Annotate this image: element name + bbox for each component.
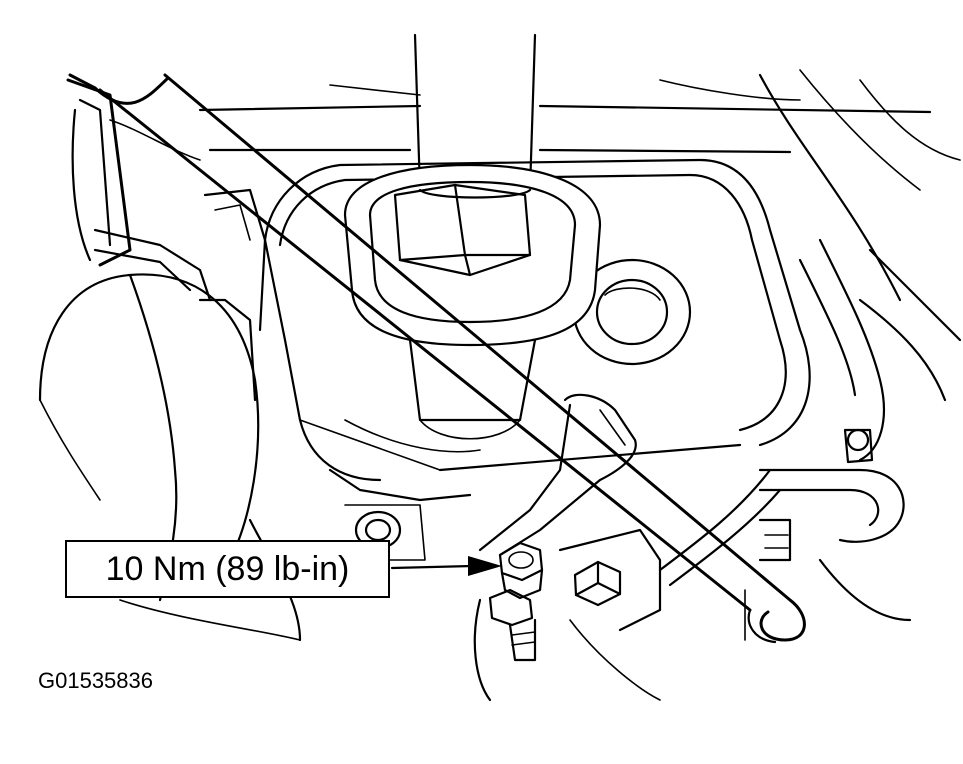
- right-tubes: [658, 238, 962, 641]
- fastener-nut-target: [498, 541, 544, 600]
- left-bracket: [66, 78, 212, 302]
- mount-housing: [263, 158, 811, 502]
- mount-bolt-with-socket: [343, 33, 602, 440]
- figure-id: G01535836: [38, 668, 153, 693]
- callout-leader-arrow: [390, 556, 502, 576]
- strap-bracket: [478, 393, 637, 557]
- lower-stud-assembly: [473, 588, 537, 702]
- upper-frame-lines: [198, 69, 961, 302]
- torque-callout-label: 10 Nm (89 lb-in): [65, 540, 390, 598]
- diagonal-rod: [68, 73, 806, 644]
- second-nut: [558, 528, 662, 701]
